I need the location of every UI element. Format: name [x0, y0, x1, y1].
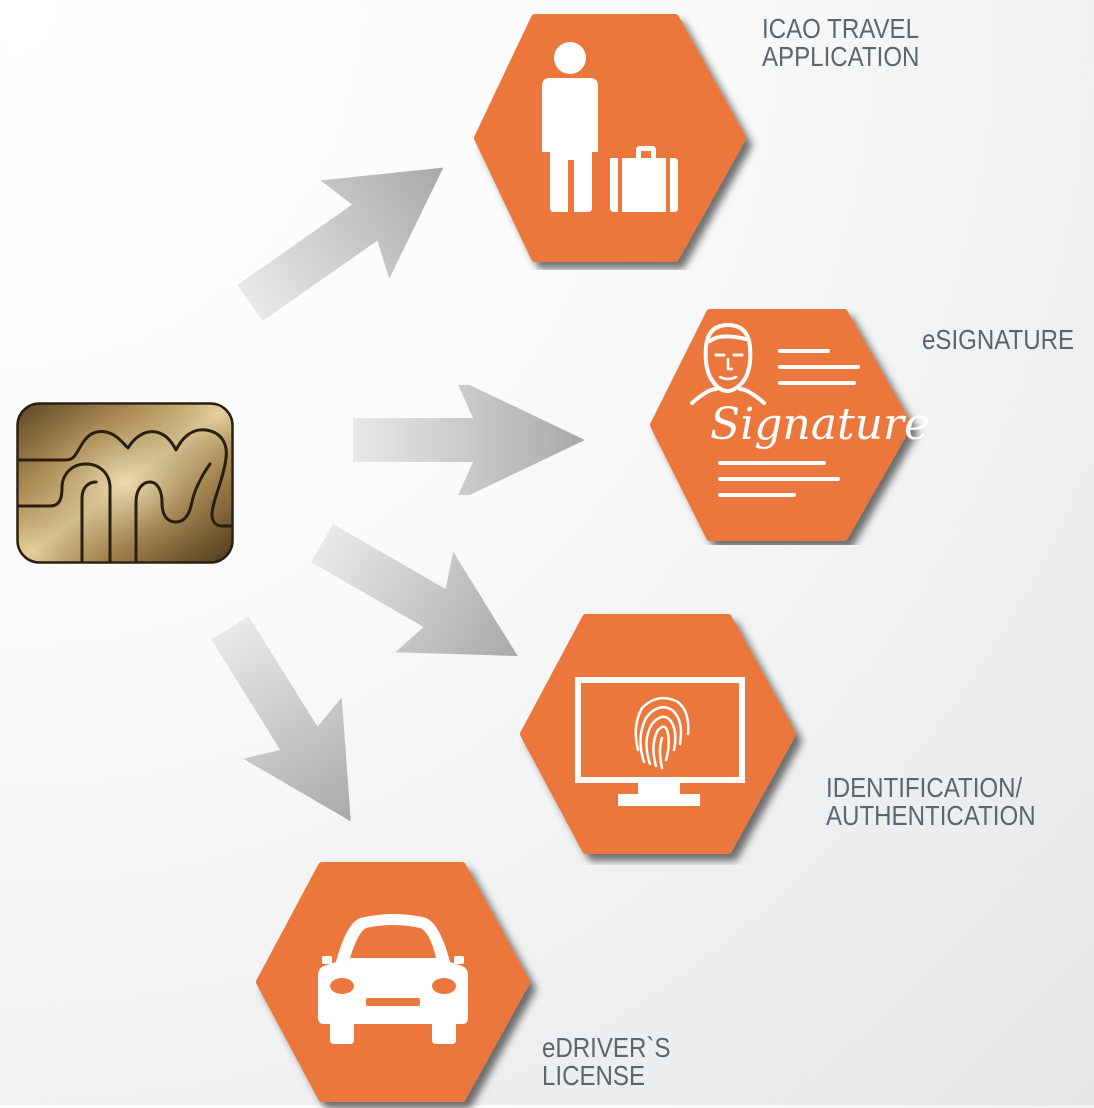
- signature-word: Signature: [710, 399, 928, 450]
- arrow-to-identification: [311, 523, 518, 656]
- arrow-to-travel: [237, 167, 444, 322]
- identification-label-line2: AUTHENTICATION: [826, 800, 1036, 831]
- identification-label: IDENTIFICATION/ AUTHENTICATION: [826, 774, 1036, 830]
- signature-label-line1: eSIGNATURE: [922, 324, 1075, 355]
- arrow-to-license: [211, 616, 351, 822]
- travel-label-line1: ICAO TRAVEL: [762, 13, 920, 44]
- signature-document-icon: [690, 322, 860, 497]
- identification-hexagon: [520, 614, 796, 854]
- identification-label-line1: IDENTIFICATION/: [826, 772, 1023, 803]
- license-label-line1: eDRIVER`S: [542, 1032, 671, 1063]
- travel-label-line2: APPLICATION: [762, 41, 920, 72]
- travel-hexagon: [474, 14, 746, 262]
- arrow-to-signature: [353, 385, 585, 495]
- license-hexagon: [256, 862, 530, 1102]
- fingerprint-monitor-icon: [575, 677, 745, 806]
- signature-label: eSIGNATURE: [922, 326, 1074, 354]
- traveler-with-suitcase-icon: [542, 42, 678, 212]
- license-label: eDRIVER`S LICENSE: [542, 1034, 670, 1090]
- car-icon: [318, 914, 468, 1044]
- travel-label: ICAO TRAVEL APPLICATION: [762, 15, 919, 71]
- smart-card-chip-icon: [16, 402, 234, 564]
- signature-hexagon: Signature: [650, 309, 928, 541]
- license-label-line2: LICENSE: [542, 1060, 646, 1091]
